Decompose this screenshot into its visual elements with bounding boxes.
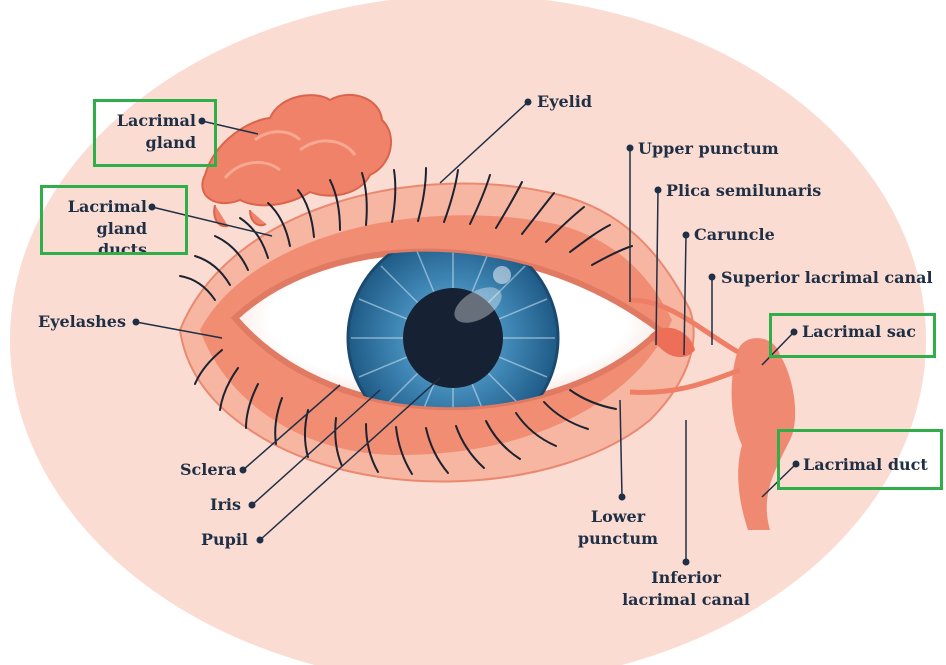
label-upper-punctum-text: Upper punctum	[638, 139, 779, 158]
label-sclera: Sclera	[180, 459, 236, 481]
lacrimal-gland-shape	[201, 93, 392, 228]
label-caruncle-text: Caruncle	[694, 225, 775, 244]
label-plica-semilunaris: Plica semilunaris	[666, 180, 821, 202]
label-inferior-lacrimal-canal-text: Inferior lacrimal canal	[622, 568, 750, 609]
lacrimal-sac-shape	[731, 338, 796, 530]
label-eyelid-text: Eyelid	[537, 92, 593, 111]
label-lacrimal-sac-text: Lacrimal sac	[802, 322, 916, 341]
label-superior-lacrimal-canal-text: Superior lacrimal canal	[721, 268, 933, 287]
label-inferior-lacrimal-canal: Inferior lacrimal canal	[614, 567, 758, 610]
label-iris: Iris	[210, 494, 241, 516]
label-iris-text: Iris	[210, 495, 241, 514]
upper-eyelashes	[179, 167, 633, 301]
highlight-box-lacrimal-gland-ducts	[40, 185, 188, 255]
highlight-box-lacrimal-duct	[777, 429, 943, 490]
label-upper-punctum: Upper punctum	[638, 138, 779, 160]
label-lacrimal-gland-text: Lacrimal gland	[116, 111, 196, 152]
lower-eyelashes	[194, 349, 617, 475]
label-eyelid: Eyelid	[537, 91, 592, 113]
label-superior-lacrimal-canal: Superior lacrimal canal	[721, 267, 933, 289]
label-lower-punctum: Lower punctum	[572, 506, 664, 549]
label-plica-semilunaris-text: Plica semilunaris	[666, 181, 822, 200]
label-lacrimal-gland: Lacrimal gland	[100, 110, 196, 153]
label-pupil: Pupil	[201, 529, 248, 551]
highlight-box-lacrimal-gland	[93, 99, 217, 167]
label-eyelashes: Eyelashes	[38, 311, 126, 333]
label-lower-punctum-text: Lower punctum	[577, 507, 659, 548]
label-pupil-text: Pupil	[201, 530, 249, 549]
leader-dots	[132, 98, 800, 566]
leader-lines	[135, 101, 797, 562]
label-lacrimal-duct-text: Lacrimal duct	[803, 455, 928, 474]
label-eyelashes-text: Eyelashes	[38, 312, 126, 331]
label-lacrimal-duct: Lacrimal duct	[803, 454, 928, 476]
label-lacrimal-sac: Lacrimal sac	[802, 321, 916, 343]
pupil-shape	[403, 288, 503, 388]
label-caruncle: Caruncle	[694, 224, 775, 246]
label-sclera-text: Sclera	[180, 460, 237, 479]
highlight-box-lacrimal-sac	[769, 313, 936, 358]
